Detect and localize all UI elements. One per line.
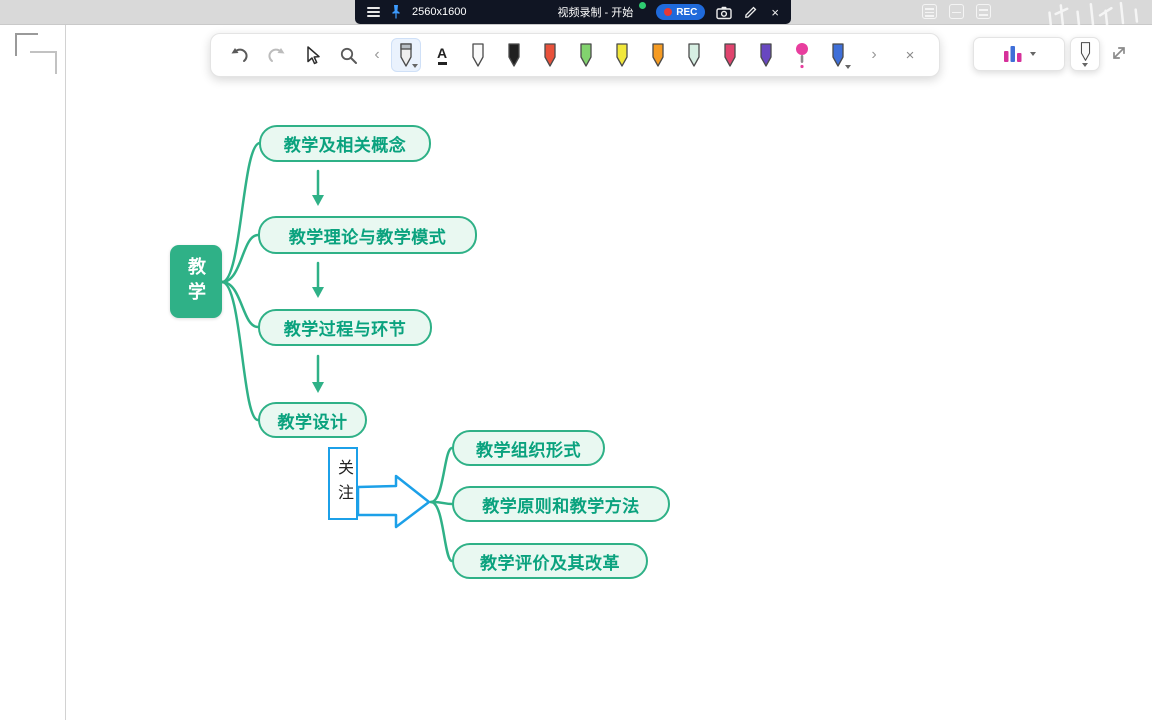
expand-button[interactable] [1106, 40, 1132, 66]
purple-pen[interactable] [751, 38, 781, 72]
rec-dot-icon [664, 8, 673, 16]
annotate-pencil-icon[interactable] [743, 4, 759, 20]
dropdown-caret-icon [1030, 52, 1036, 56]
rec-label: REC [676, 6, 698, 18]
mindmap-node[interactable]: 教学及相关概念 [259, 125, 431, 162]
dropdown-caret-icon [1082, 63, 1088, 67]
black-pen[interactable] [499, 38, 529, 72]
rec-button[interactable]: REC [656, 4, 706, 20]
yellow-pen[interactable] [607, 38, 637, 72]
recording-status-label: 视频录制 - 开始 [557, 7, 634, 19]
mindmap-node[interactable]: 教学评价及其改革 [452, 543, 648, 579]
dropdown-caret-icon [845, 65, 851, 69]
color-bars-icon [1004, 46, 1022, 62]
text-tool[interactable]: A [427, 38, 457, 72]
recording-bar: 2560x1600 视频录制 - 开始 REC × [355, 0, 791, 24]
highlight-set-toolbar[interactable] [973, 37, 1065, 71]
white-pen[interactable] [463, 38, 493, 72]
background-toolbar-icons [922, 4, 991, 19]
cursor-tool[interactable] [297, 38, 327, 72]
mindmap-node[interactable]: 教学过程与环节 [258, 309, 432, 346]
menu-icon[interactable] [922, 4, 937, 19]
mindmap-node[interactable]: 教学组织形式 [452, 430, 605, 466]
white-pen-icon [1080, 42, 1090, 61]
app-logo [15, 33, 57, 74]
drawing-toolbar: ‹ A [210, 33, 940, 77]
mindmap-node[interactable]: 教学理论与教学模式 [258, 216, 477, 254]
mindmap-node[interactable]: 教学设计 [258, 402, 367, 438]
rose-pen[interactable] [715, 38, 745, 72]
text-nib-icon [437, 61, 447, 65]
dropdown-caret-icon [412, 64, 418, 68]
laser-pointer-tool[interactable] [787, 38, 817, 72]
window-icon[interactable] [949, 4, 964, 19]
mindmap-node[interactable]: 教学原则和教学方法 [452, 486, 670, 522]
more-tools-icon[interactable]: › [871, 46, 877, 63]
pen-preset-toolbar[interactable] [1070, 37, 1100, 71]
callout-note[interactable]: 关注 [328, 447, 358, 520]
watermark [1048, 1, 1139, 30]
pin-icon[interactable] [390, 4, 402, 20]
redo-button[interactable] [261, 38, 291, 72]
close-recording-icon[interactable]: × [771, 4, 779, 20]
zoom-tool[interactable] [333, 38, 363, 72]
menu-icon[interactable] [367, 7, 380, 17]
red-pen[interactable] [535, 38, 565, 72]
resolution-label: 2560x1600 [412, 6, 467, 18]
green-pen[interactable] [571, 38, 601, 72]
left-sidebar [0, 25, 66, 720]
grid-icon[interactable] [976, 4, 991, 19]
screenshot-camera-icon[interactable] [715, 5, 733, 20]
undo-button[interactable] [225, 38, 255, 72]
status-dot [639, 2, 647, 9]
orange-pen[interactable] [643, 38, 673, 72]
close-toolbar-icon[interactable]: × [905, 46, 915, 64]
mindmap-root-node[interactable]: 教学 [170, 245, 222, 318]
blue-pen[interactable] [823, 38, 853, 72]
collapse-icon[interactable]: ‹ [374, 46, 380, 63]
mint-pen[interactable] [679, 38, 709, 72]
eraser-tool[interactable] [391, 38, 421, 72]
expand-icon [1113, 47, 1125, 59]
